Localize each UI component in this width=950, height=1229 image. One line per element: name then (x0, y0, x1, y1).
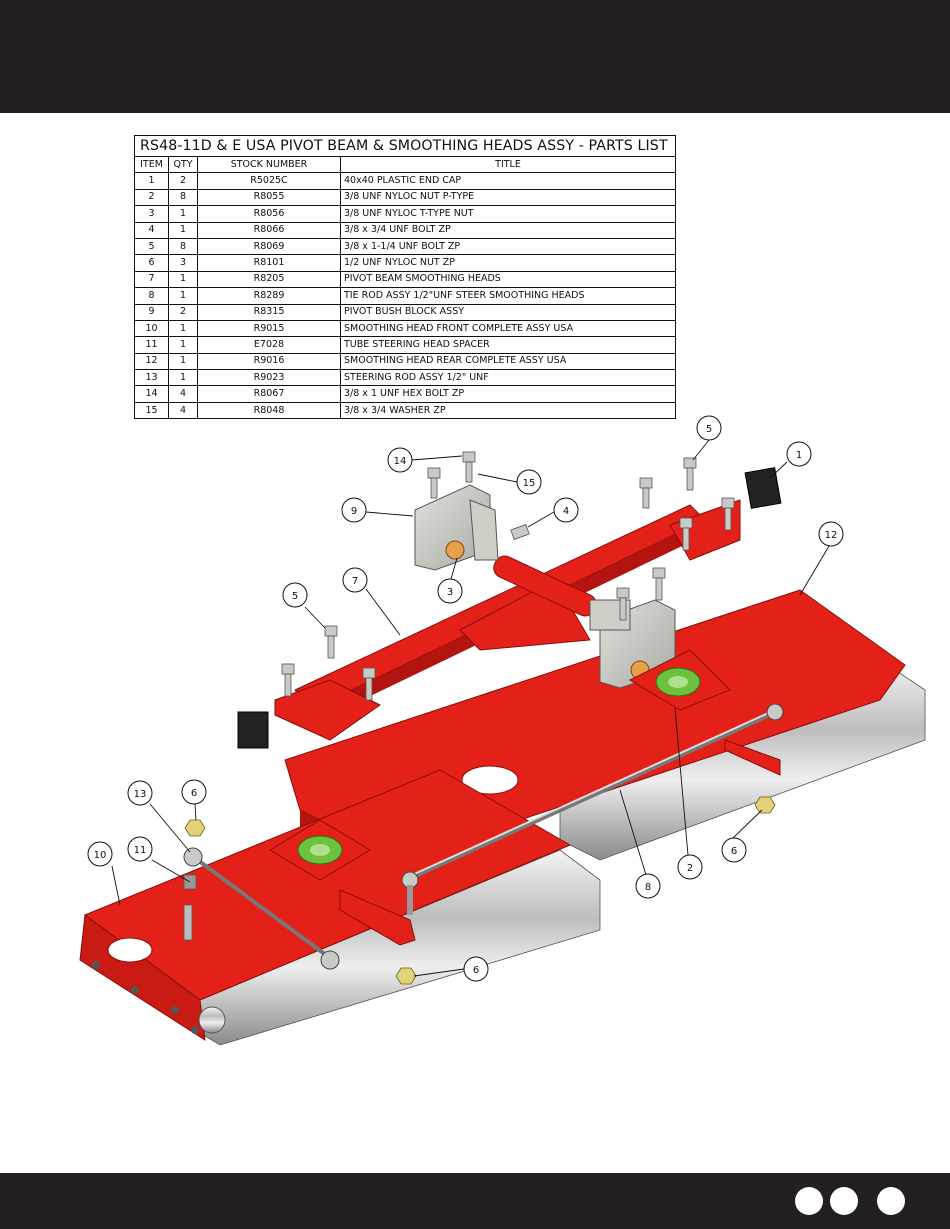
callout-12: 12 (818, 521, 844, 547)
steering-arm-rear (724, 739, 781, 776)
callout-15: 15 (516, 469, 542, 495)
page-dot-2 (830, 1187, 858, 1215)
callout-8: 8 (635, 873, 661, 899)
steering-arm-front (339, 889, 416, 946)
svg-text:5: 5 (706, 424, 712, 435)
callout-6: 6 (463, 956, 489, 982)
callout-13: 13 (127, 780, 153, 806)
svg-text:5: 5 (292, 591, 298, 602)
callout-5: 5 (696, 415, 722, 441)
callout-4: 4 (553, 497, 579, 523)
callout-3: 3 (437, 578, 463, 604)
pivot-bush-block-lower (589, 599, 676, 689)
callout-5: 5 (282, 582, 308, 608)
svg-text:11: 11 (134, 845, 147, 856)
page-dot-3 (877, 1187, 905, 1215)
svg-text:15: 15 (523, 478, 536, 489)
svg-text:2: 2 (687, 863, 693, 874)
svg-text:14: 14 (394, 456, 407, 467)
parts-list-title: RS48-11D & E USA PIVOT BEAM & SMOOTHING … (134, 135, 676, 157)
svg-text:12: 12 (825, 530, 838, 541)
bearing-flange-front (269, 819, 371, 881)
callout-9: 9 (341, 497, 367, 523)
callout-11: 11 (127, 836, 153, 862)
tie-rod-assy (401, 703, 784, 915)
header-bar (0, 0, 950, 113)
svg-text:1: 1 (796, 450, 802, 461)
svg-text:4: 4 (563, 506, 569, 517)
callout-6: 6 (721, 837, 747, 863)
cell-title: 3/8 x 3/4 WASHER ZP (340, 401, 676, 420)
callout-10: 10 (87, 841, 113, 867)
svg-text:8: 8 (645, 882, 651, 893)
pivot-bush-block-upper (414, 484, 499, 571)
svg-text:6: 6 (191, 788, 197, 799)
front-smoothing-head (79, 769, 601, 1046)
parts-list-table: RS48-11D & E USA PIVOT BEAM & SMOOTHING … (134, 135, 676, 420)
svg-text:9: 9 (351, 506, 357, 517)
svg-text:7: 7 (352, 576, 358, 587)
callout-6: 6 (181, 779, 207, 805)
end-cap-upper (744, 467, 782, 509)
footer-bar (0, 1173, 950, 1229)
steering-rod-assy (183, 847, 340, 970)
svg-text:13: 13 (134, 789, 147, 800)
bearing-flange-rear (628, 649, 731, 711)
leader-lines (111, 439, 830, 977)
svg-text:3: 3 (447, 587, 453, 598)
fasteners (183, 451, 776, 985)
svg-text:6: 6 (731, 846, 737, 857)
page-dot-1 (795, 1187, 823, 1215)
end-cap-lower (237, 711, 269, 749)
callout-14: 14 (387, 447, 413, 473)
callout-2: 2 (677, 854, 703, 880)
svg-text:6: 6 (473, 965, 479, 976)
svg-text:10: 10 (94, 850, 107, 861)
callout-1: 1 (786, 441, 812, 467)
cell-qty: 4 (168, 401, 198, 420)
callout-7: 7 (342, 567, 368, 593)
